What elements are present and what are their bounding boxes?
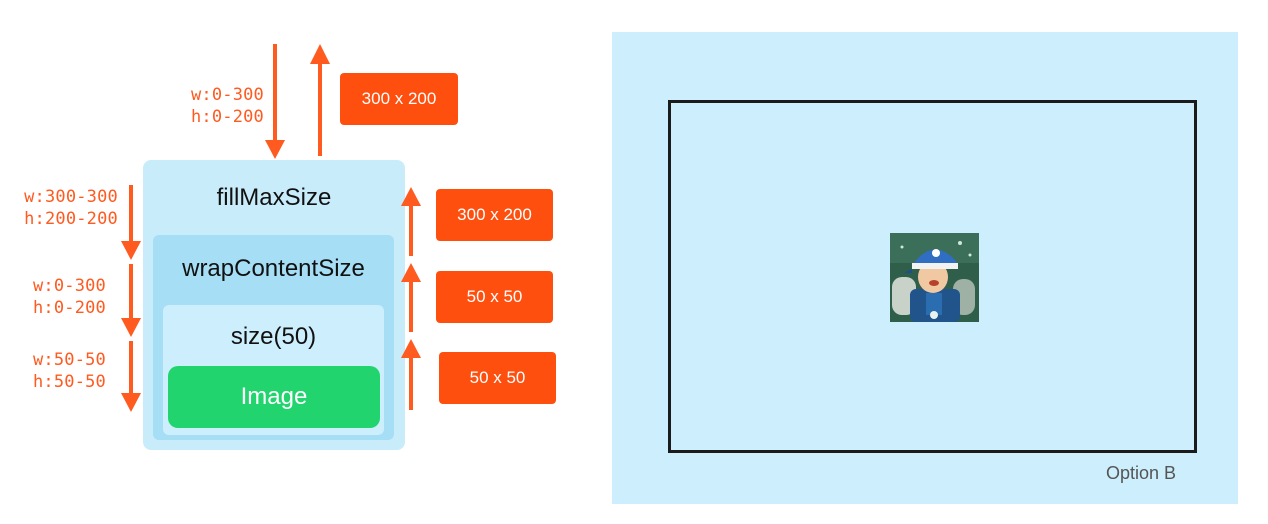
wrap-width-constraint: w:0-300 — [32, 276, 106, 296]
down-arrow-icon — [121, 185, 141, 260]
wrap-constraint-label: w:0-300 h:0-200 — [4, 275, 106, 319]
fill-max-size-label: fillMaxSize — [216, 184, 332, 211]
down-arrow-icon — [265, 44, 285, 159]
up-arrow-icon — [310, 44, 330, 156]
down-arrow-icon — [121, 341, 141, 412]
outgoing-size-badge: 300 x 200 — [340, 73, 458, 125]
size-height-constraint: h:50-50 — [32, 372, 106, 392]
size-width-constraint: w:50-50 — [32, 350, 106, 370]
up-arrow-icon — [401, 263, 421, 332]
layout-frame — [668, 100, 1197, 453]
incoming-constraint-label: w:0-300 h:0-200 — [168, 84, 264, 128]
up-arrow-icon — [401, 339, 421, 410]
wrap-content-size-label: wrapContentSize — [182, 255, 365, 282]
avatar-icon — [890, 233, 979, 322]
option-label: Option B — [1106, 463, 1177, 483]
down-arrow-icon — [121, 264, 141, 337]
size-constraint-label: w:50-50 h:50-50 — [4, 349, 106, 393]
fill-width-constraint: w:300-300 — [24, 187, 118, 207]
wrap-size-badge: 50 x 50 — [436, 271, 553, 323]
fill-size-badge: 300 x 200 — [436, 189, 553, 241]
size-size-badge: 50 x 50 — [439, 352, 556, 404]
fill-height-constraint: h:200-200 — [24, 209, 118, 229]
incoming-width-constraint: w:0-300 — [190, 85, 264, 105]
size-label: size(50) — [230, 323, 317, 350]
incoming-height-constraint: h:0-200 — [190, 107, 264, 127]
image-box: Image — [168, 366, 380, 428]
up-arrow-icon — [401, 187, 421, 256]
fill-constraint-label: w:300-300 h:200-200 — [4, 186, 118, 230]
wrap-height-constraint: h:0-200 — [32, 298, 106, 318]
